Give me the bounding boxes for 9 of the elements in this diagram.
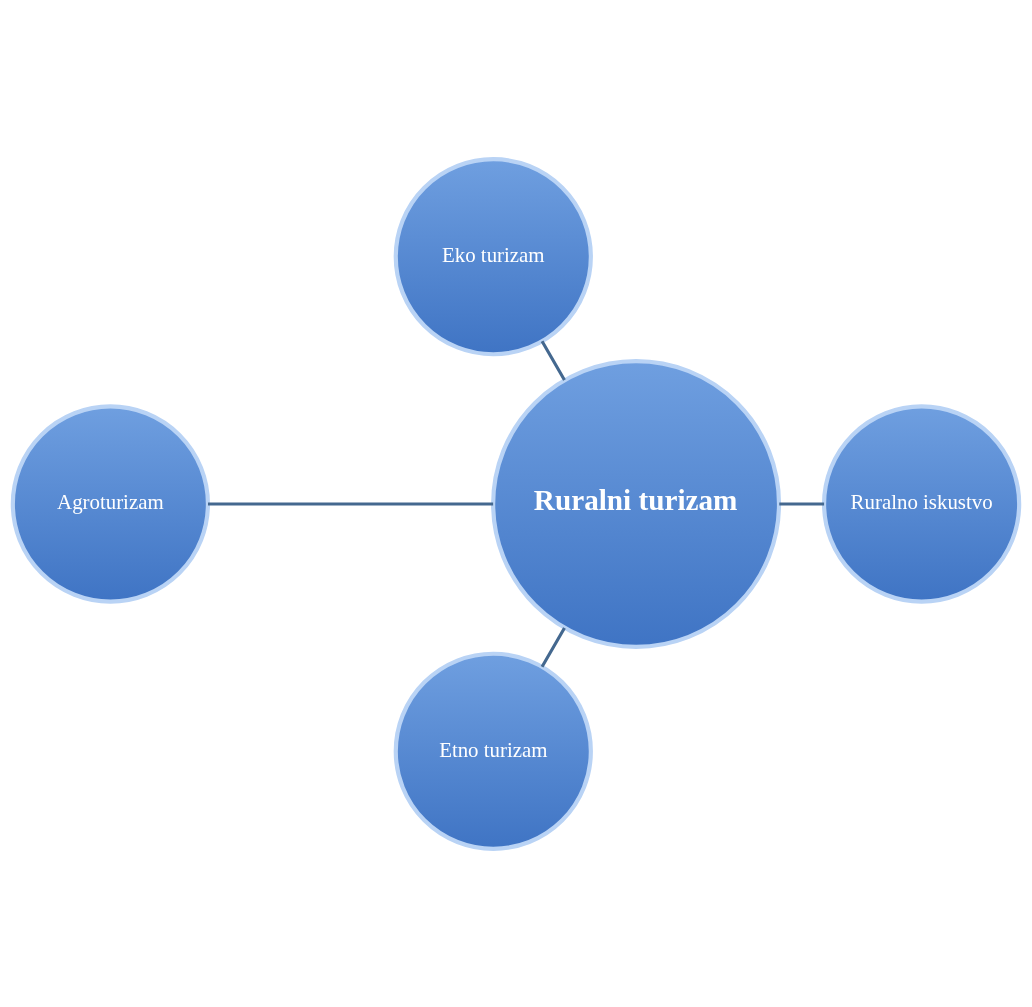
node-circle: Ruralno iskustvo [822, 403, 1022, 604]
connector [208, 501, 494, 506]
connector [779, 501, 825, 506]
connector [540, 626, 566, 668]
node-circle: Etno turizam [393, 651, 593, 851]
node-circle: Agroturizam [10, 403, 210, 604]
node-circle: Eko turizam [393, 156, 593, 356]
node-circle: Ruralni turizam [491, 358, 782, 649]
connector [540, 339, 566, 381]
